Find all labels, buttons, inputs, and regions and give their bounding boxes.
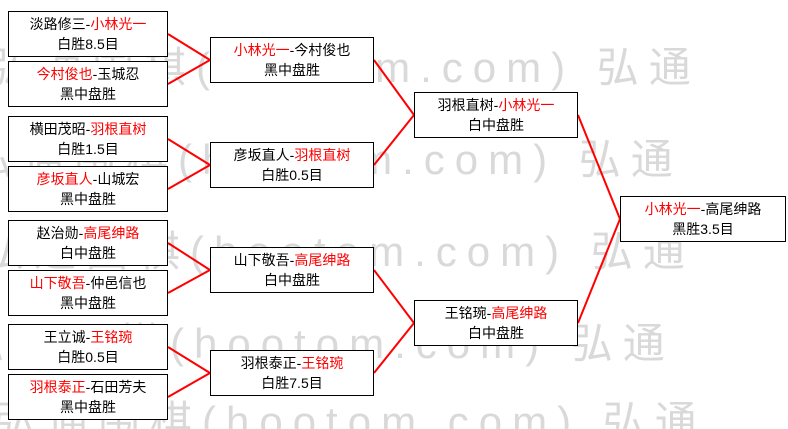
match-box-semifinal-2: 王铭琬-高尾绅路 白中盘胜: [414, 300, 578, 346]
match-box-round1-8: 羽根泰正-石田芳夫 黑中盘胜: [8, 374, 168, 420]
match-box-round1-1: 淡路修三-小林光一 白胜8.5目: [8, 11, 168, 57]
player-name: 彦坂直人-: [233, 147, 295, 163]
winner-name: 王铭琬: [90, 329, 133, 345]
winner-name: 羽根泰正: [29, 379, 86, 395]
player-name: 王立诚-: [43, 329, 91, 345]
connector-line: [373, 322, 415, 374]
player-name: 横田茂昭-: [29, 121, 91, 137]
player-name: 山下敬吾-: [233, 252, 295, 268]
match-result: 黑中盘胜: [60, 191, 116, 207]
winner-name: 彦坂直人: [36, 171, 93, 187]
player-name: 王铭琬-: [444, 305, 492, 321]
match-players: 淡路修三-小林光一: [30, 14, 147, 34]
connector-line: [373, 269, 415, 324]
winner-name: 王铭琬: [301, 355, 344, 371]
match-result: 白中盘胜: [264, 272, 320, 288]
player-name: 赵治勋-: [36, 225, 84, 241]
winner-name: 羽根直树: [294, 147, 351, 163]
match-box-round2-3: 山下敬吾-高尾绅路 白中盘胜: [210, 247, 374, 293]
match-box-round1-4: 彦坂直人-山城宏 黑中盘胜: [8, 166, 168, 212]
winner-name: 小林光一: [498, 97, 555, 113]
connector-line: [167, 164, 211, 190]
match-players: 山下敬吾-仲邑信也: [30, 273, 147, 293]
winner-name: 小林光一: [644, 201, 701, 217]
connector-line: [167, 33, 211, 61]
match-result: 白胜7.5目: [261, 375, 323, 391]
match-box-round2-4: 羽根泰正-王铭琬 白胜7.5目: [210, 350, 374, 396]
match-result: 白胜0.5目: [57, 349, 119, 365]
player-name: -今村俊也: [289, 42, 351, 58]
connector-line: [577, 114, 621, 220]
match-players: 王铭琬-高尾绅路: [445, 303, 548, 323]
match-box-round1-7: 王立诚-王铭琬 白胜0.5目: [8, 324, 168, 370]
match-result: 黑中盘胜: [60, 86, 116, 102]
winner-name: 山下敬吾: [29, 275, 86, 291]
player-name: -石田芳夫: [85, 379, 147, 395]
match-players: 羽根直树-小林光一: [438, 95, 555, 115]
winner-name: 高尾绅路: [83, 225, 140, 241]
match-players: 山下敬吾-高尾绅路: [234, 250, 351, 270]
match-box-round2-2: 彦坂直人-羽根直树 白胜0.5目: [210, 142, 374, 188]
player-name: -高尾绅路: [700, 201, 762, 217]
connector-line: [167, 242, 211, 271]
player-name: 羽根直树-: [437, 97, 499, 113]
match-result: 白中盘胜: [468, 325, 524, 341]
match-result: 黑中盘胜: [264, 62, 320, 78]
player-name: 羽根泰正-: [240, 355, 302, 371]
match-box-round2-1: 小林光一-今村俊也 黑中盘胜: [210, 37, 374, 83]
winner-name: 高尾绅路: [491, 305, 548, 321]
winner-name: 今村俊也: [36, 66, 93, 82]
match-result: 白胜8.5目: [57, 36, 119, 52]
match-result: 黑中盘胜: [60, 295, 116, 311]
winner-name: 羽根直树: [90, 121, 147, 137]
match-result: 黑胜3.5目: [672, 221, 734, 237]
match-players: 小林光一-今村俊也: [234, 40, 351, 60]
match-players: 王立诚-王铭琬: [44, 327, 133, 347]
match-box-round1-6: 山下敬吾-仲邑信也 黑中盘胜: [8, 270, 168, 316]
match-players: 羽根泰正-石田芳夫: [30, 377, 147, 397]
match-players: 横田茂昭-羽根直树: [30, 119, 147, 139]
connector-line: [167, 372, 211, 398]
match-box-semifinal-1: 羽根直树-小林光一 白中盘胜: [414, 92, 578, 138]
connector-line: [577, 218, 621, 324]
winner-name: 小林光一: [233, 42, 290, 58]
winner-name: 高尾绅路: [294, 252, 351, 268]
connector-line: [373, 114, 415, 166]
match-result: 白胜0.5目: [261, 167, 323, 183]
player-name: -山城宏: [92, 171, 140, 187]
match-result: 黑中盘胜: [60, 399, 116, 415]
winner-name: 小林光一: [90, 16, 147, 32]
match-players: 今村俊也-玉城忍: [37, 64, 140, 84]
player-name: -玉城忍: [92, 66, 140, 82]
player-name: -仲邑信也: [85, 275, 147, 291]
connector-line: [373, 59, 415, 116]
match-players: 彦坂直人-山城宏: [37, 169, 140, 189]
match-result: 白胜1.5目: [57, 141, 119, 157]
match-box-round1-2: 今村俊也-玉城忍 黑中盘胜: [8, 61, 168, 107]
match-players: 赵治勋-高尾绅路: [37, 223, 140, 243]
player-name: 淡路修三-: [29, 16, 91, 32]
match-result: 白中盘胜: [468, 117, 524, 133]
match-box-round1-3: 横田茂昭-羽根直树 白胜1.5目: [8, 116, 168, 162]
connector-line: [167, 59, 211, 85]
match-players: 羽根泰正-王铭琬: [241, 353, 344, 373]
connector-line: [167, 138, 211, 166]
match-box-round1-5: 赵治勋-高尾绅路 白中盘胜: [8, 220, 168, 266]
match-box-final: 小林光一-高尾绅路 黑胜3.5目: [620, 196, 786, 242]
connector-line: [167, 269, 211, 294]
connector-line: [167, 346, 211, 374]
match-players: 彦坂直人-羽根直树: [234, 145, 351, 165]
match-players: 小林光一-高尾绅路: [645, 199, 762, 219]
match-result: 白中盘胜: [60, 245, 116, 261]
